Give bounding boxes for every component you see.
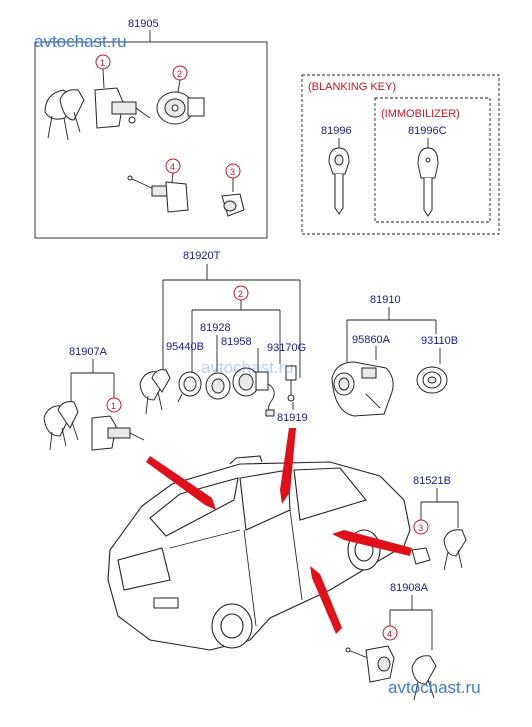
part-number-81521b: 81521B — [413, 475, 451, 487]
part-number-81910: 81910 — [370, 294, 401, 306]
key-cylinder-body-icon — [205, 372, 231, 400]
callout-3-glove: 3 — [418, 523, 423, 533]
part-number-93110b: 93110B — [421, 335, 458, 347]
ignition-cylinder-icon — [156, 91, 205, 125]
callout-1: 1 — [100, 58, 105, 68]
part-number-95860a: 95860A — [352, 334, 391, 346]
ignition-switch-icon — [232, 367, 275, 417]
part-number-81958: 81958 — [221, 336, 252, 348]
part-number-81920t: 81920T — [183, 250, 221, 262]
door-lock-cylinder-icon — [94, 87, 151, 129]
part-number-81907a: 81907A — [69, 346, 108, 358]
suv-vehicle-illustration — [107, 455, 411, 651]
part-number-93170g: 93170G — [267, 342, 306, 354]
tailgate-lock-81908a-group: 81908A 4 — [345, 582, 437, 701]
immobilizer-frame — [374, 97, 491, 223]
part-number-81908a: 81908A — [390, 582, 429, 594]
immobilizer-key-icon — [417, 147, 439, 217]
callout-2-ignition-set: 2 — [238, 289, 243, 299]
glove-box-lock-81521b-group: 81521B 3 — [411, 475, 467, 571]
part-number-81928: 81928 — [200, 322, 231, 334]
key-pair-icon — [44, 89, 85, 141]
glove-lock-cylinder-icon — [411, 547, 431, 565]
callout-4-tailgate: 4 — [387, 629, 392, 639]
callout-1-front-door: 1 — [111, 401, 116, 411]
lock-set-81905-group: 81905 1 2 4 — [34, 18, 268, 239]
part-number-95440b: 95440B — [166, 341, 204, 353]
antenna-coil-icon — [416, 366, 448, 394]
arrow-ignition — [280, 428, 296, 504]
tailgate-cylinder-icon — [345, 645, 395, 683]
front-door-keys-icon — [43, 401, 79, 451]
immobilizer-header: (IMMOBILIZER) — [381, 108, 460, 120]
front-door-lock-81907a-group: 81907A 1 — [43, 346, 145, 451]
front-door-cylinder-icon — [91, 415, 145, 451]
arrow-glove-box — [332, 530, 412, 556]
part-number-81919: 81919 — [277, 412, 308, 424]
lock-set-81920t-group: 81920T 2 81928 81958 95440B 93170G — [139, 250, 306, 417]
steering-lock-body-icon — [331, 361, 394, 417]
tailgate-lock-cylinder-icon — [127, 175, 189, 213]
immobilizer-ring-icon — [177, 371, 202, 403]
blanking-key-header: (BLANKING KEY) — [308, 81, 396, 93]
watermark-bottom: avtochast.ru — [388, 678, 481, 697]
part-number-81905: 81905 — [128, 18, 159, 30]
lock-set-frame — [34, 41, 268, 239]
callout-3: 3 — [230, 167, 235, 177]
blanking-key-frame — [301, 74, 500, 235]
ignition-key-pair-icon — [139, 369, 171, 415]
tailgate-keys-icon — [411, 655, 437, 701]
watermark-top: avtochast.ru — [34, 32, 127, 51]
arrow-tailgate — [310, 566, 342, 634]
callout-2: 2 — [177, 69, 182, 79]
watermark-middle: avtochast.ru — [201, 358, 294, 377]
lamp-connector-icon — [285, 365, 297, 402]
part-number-81996: 81996 — [321, 125, 352, 137]
part-number-81996c: 81996C — [408, 125, 447, 137]
blanking-key-group: (BLANKING KEY) (IMMOBILIZER) 81996 81996… — [301, 74, 500, 235]
callout-4: 4 — [170, 162, 175, 172]
steering-lock-81910-group: 81910 95860A 93110B — [331, 294, 458, 417]
blank-key-icon — [328, 147, 350, 215]
glove-box-lock-icon — [221, 193, 245, 217]
glove-keys-icon — [443, 529, 467, 571]
arrow-front-door — [146, 456, 216, 510]
